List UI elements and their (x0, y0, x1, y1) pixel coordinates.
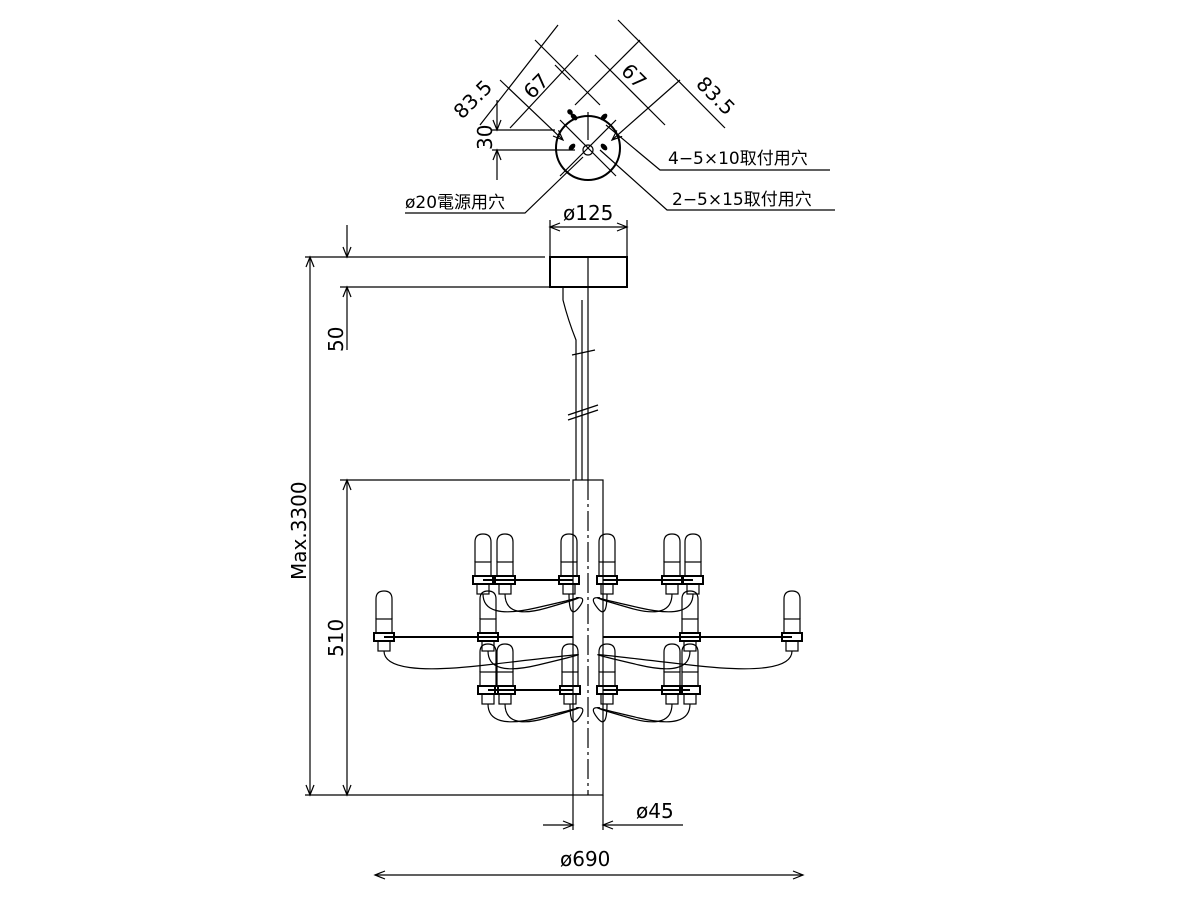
bulb (596, 643, 683, 723)
note-power-hole: ø20電源用穴 (405, 193, 505, 213)
dim-canopy-diameter: ø125 (563, 201, 613, 225)
dim-body-height: 510 (324, 619, 348, 657)
dim-overall-diameter: ø690 (560, 847, 610, 871)
dim-right-inner: 67 (616, 59, 651, 94)
dim-right-outer: 83.5 (691, 72, 739, 120)
dim-pipe-diameter: ø45 (636, 799, 674, 823)
dim-vertical-30: 30 (473, 125, 497, 150)
bulb (558, 533, 584, 613)
bulb (597, 643, 701, 723)
dim-left-inner: 67 (519, 69, 554, 104)
note-mount-holes-2: 2−5×15取付用穴 (672, 190, 812, 210)
bulb (596, 533, 683, 613)
canopy-top-view: 83.5 67 67 83.5 30 4−5×10取付用穴 2−5×15取付用穴… (405, 19, 835, 214)
dim-max-length: Max.3300 (287, 481, 311, 580)
dimensions: ø125 50 Max.3300 510 ø45 ø690 (287, 201, 805, 880)
bulb (494, 533, 580, 613)
dim-left-outer: 83.5 (449, 75, 497, 123)
bulb (472, 533, 579, 613)
bulb (373, 590, 578, 670)
bulb (597, 533, 704, 613)
bulb (592, 643, 618, 723)
bulb (598, 590, 803, 670)
bulb (477, 590, 579, 670)
chandelier-front-view (373, 256, 803, 796)
dim-canopy-height: 50 (324, 327, 348, 352)
bulb (592, 533, 618, 613)
bulb (559, 643, 584, 723)
note-mount-holes-4: 4−5×10取付用穴 (668, 149, 808, 169)
